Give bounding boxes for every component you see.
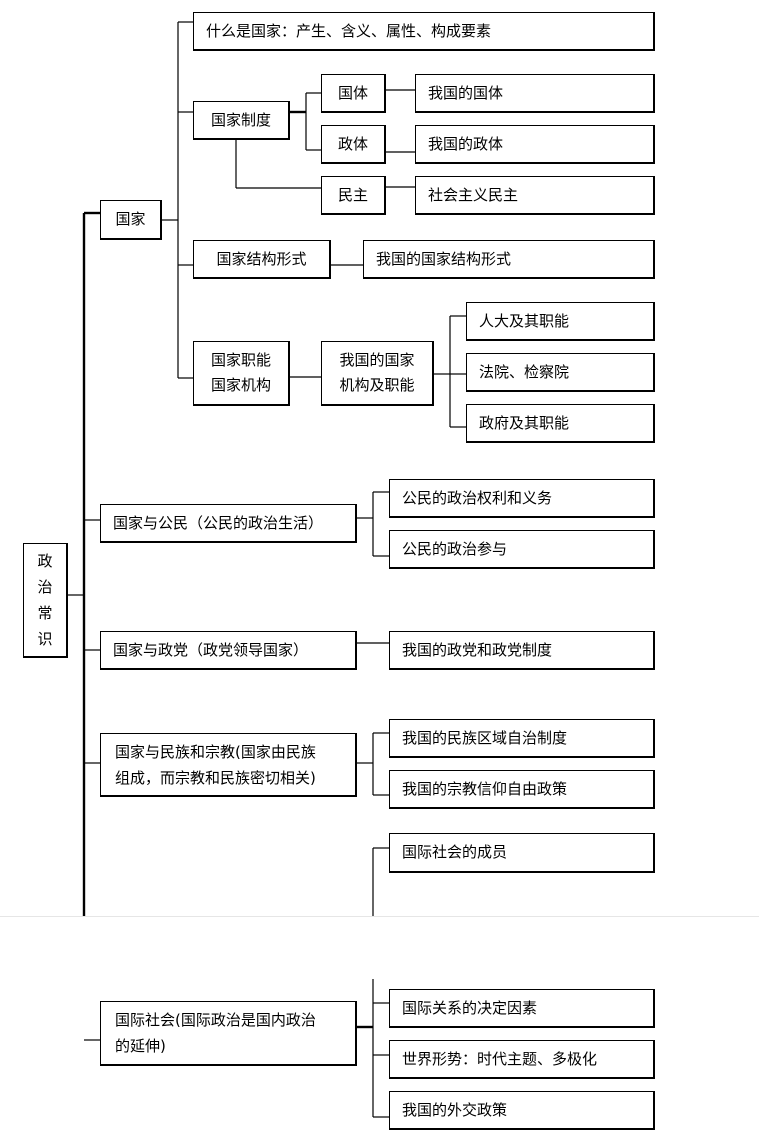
node-guoji-c2: 国际关系的决定因素	[389, 989, 655, 1028]
node-guoji-line2: 的延伸)	[115, 1037, 166, 1055]
node-zhengti-cn: 我国的政体	[415, 125, 655, 164]
node-guoti-cn: 我国的国体	[415, 74, 655, 113]
page-break	[0, 916, 759, 979]
node-guojia-what: 什么是国家：产生、含义、属性、构成要素	[193, 12, 655, 51]
node-guoji-c3: 世界形势：时代主题、多极化	[389, 1040, 655, 1079]
node-jigou-line2: 机构及职能	[339, 376, 415, 394]
node-minzu-c2: 我国的宗教信仰自由政策	[389, 770, 655, 809]
node-guoti: 国体	[321, 74, 386, 113]
node-jigou: 我国的国家 机构及职能	[321, 341, 434, 406]
node-guoji: 国际社会(国际政治是国内政治 的延伸)	[100, 1001, 357, 1066]
node-zhineng-line2: 国家机构	[210, 376, 271, 394]
node-jigou-line1: 我国的国家	[339, 351, 415, 369]
root-char-3: 常	[37, 604, 53, 622]
node-zhengti: 政体	[321, 125, 386, 164]
node-minzu-c1: 我国的民族区域自治制度	[389, 719, 655, 758]
node-minzhu: 民主	[321, 176, 386, 215]
node-zhineng-line1: 国家职能	[210, 351, 271, 369]
node-guoji-c1: 国际社会的成员	[389, 833, 655, 873]
root-char-1: 政	[37, 552, 53, 570]
node-guojia-zhidu: 国家制度	[193, 101, 290, 140]
node-renda: 人大及其职能	[466, 302, 655, 341]
root-char-4: 识	[37, 630, 53, 648]
root-char-2: 治	[37, 578, 53, 596]
node-jiegou-cn: 我国的国家结构形式	[363, 240, 655, 279]
node-zhineng: 国家职能 国家机构	[193, 341, 290, 406]
node-minzu-line2: 组成，而宗教和民族密切相关)	[115, 768, 316, 787]
node-zhengdang: 国家与政党（政党领导国家）	[100, 631, 357, 670]
node-guoji-line1: 国际社会(国际政治是国内政治	[115, 1011, 316, 1029]
node-minzu: 国家与民族和宗教(国家由民族 组成，而宗教和民族密切相关)	[100, 733, 357, 797]
node-zhengfu: 政府及其职能	[466, 404, 655, 443]
node-gongmin-c1: 公民的政治权利和义务	[389, 479, 655, 518]
node-guoji-c4: 我国的外交政策	[389, 1091, 655, 1130]
node-fayuan: 法院、检察院	[466, 353, 655, 392]
node-minzu-line1: 国家与民族和宗教(国家由民族	[115, 742, 316, 761]
node-minzhu-cn: 社会主义民主	[415, 176, 655, 215]
node-gongmin-c2: 公民的政治参与	[389, 530, 655, 569]
root-node: 政 治 常 识	[23, 543, 68, 658]
node-jiegou: 国家结构形式	[193, 240, 331, 279]
node-guojia: 国家	[100, 200, 162, 240]
node-zhengdang-c1: 我国的政党和政党制度	[389, 631, 655, 670]
node-gongmin: 国家与公民（公民的政治生活）	[100, 504, 357, 543]
